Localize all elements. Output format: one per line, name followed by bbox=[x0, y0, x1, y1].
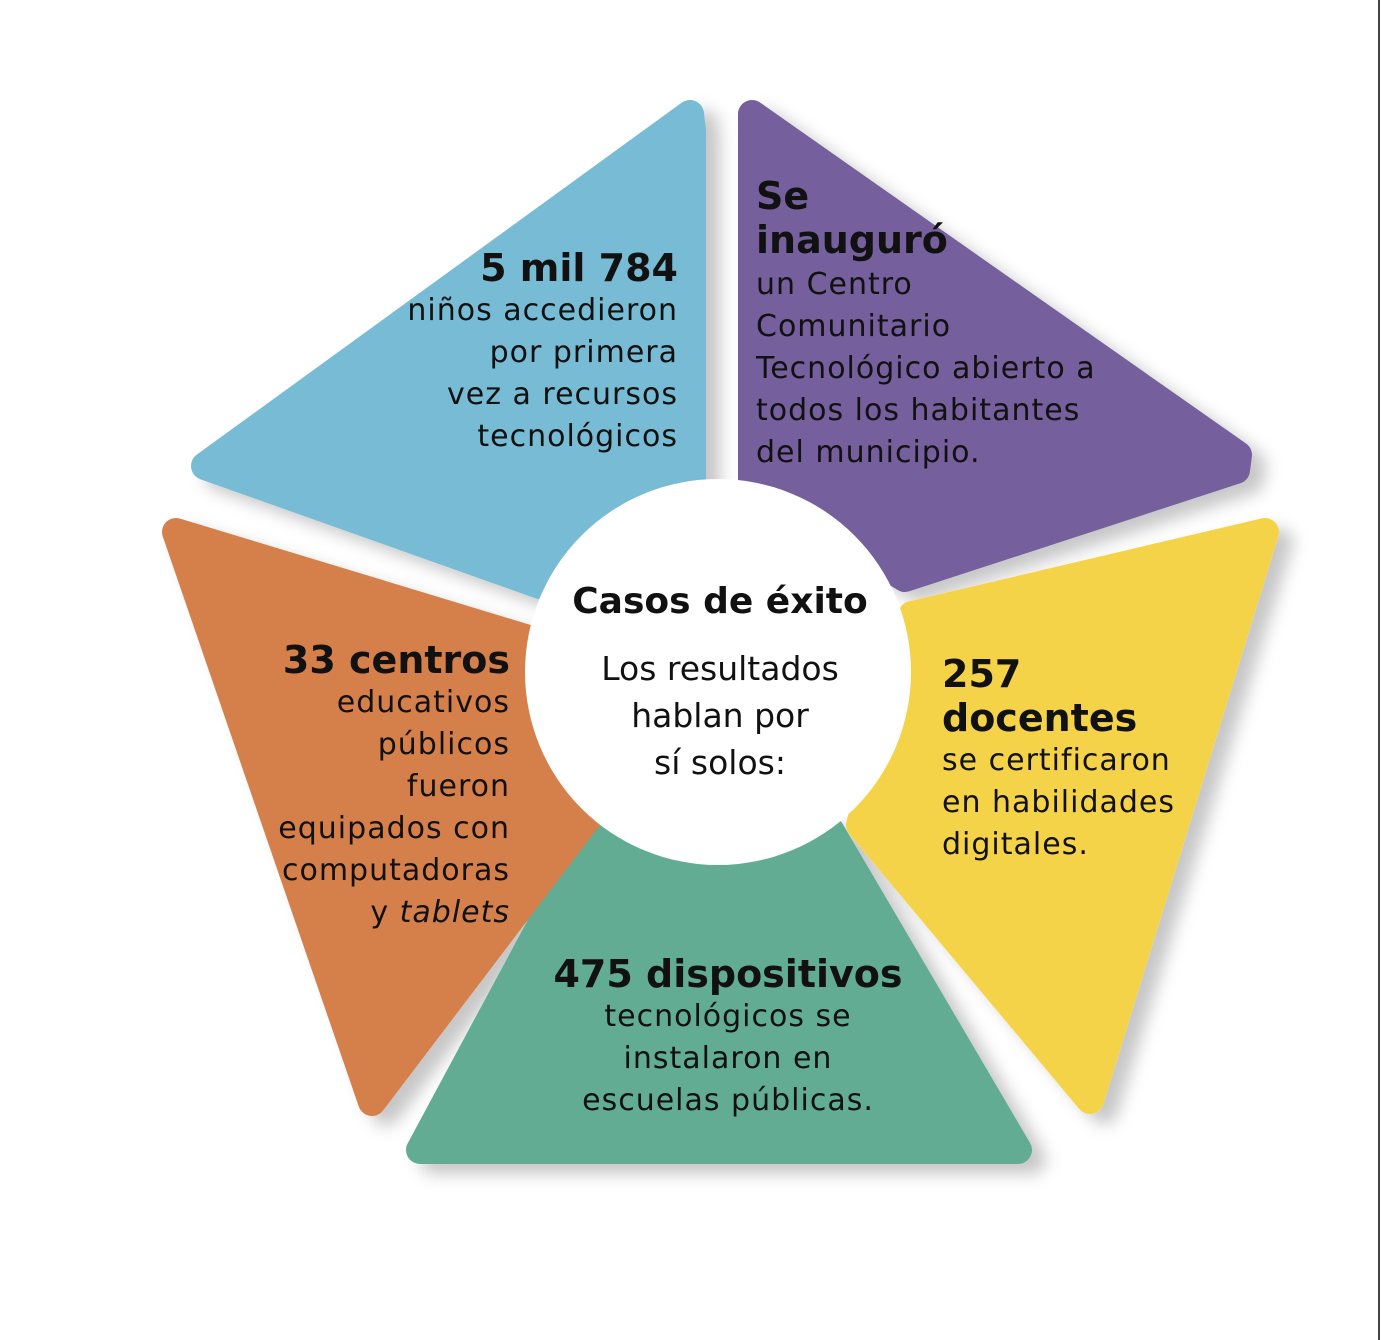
yellow-headline: docentes bbox=[942, 696, 1138, 740]
blue-line: vez a recursos bbox=[446, 377, 678, 412]
purple-line: todos los habitantes bbox=[756, 393, 1081, 428]
center-line: Los resultados bbox=[601, 649, 839, 688]
center-line: hablan por bbox=[631, 696, 809, 735]
purple-text: Se inauguró un Centro Comunitario Tecnol… bbox=[756, 176, 1176, 474]
orange-headline: 33 centros bbox=[282, 638, 510, 682]
blue-line: niños accedieron bbox=[407, 293, 678, 328]
orange-prefix: y bbox=[370, 895, 400, 930]
green-line: escuelas públicas. bbox=[582, 1083, 874, 1118]
purple-line: del municipio. bbox=[756, 435, 981, 470]
orange-text: 33 centros educativos públicos fueron eq… bbox=[200, 638, 510, 934]
center-text: Casos de éxito Los resultados hablan por… bbox=[540, 578, 900, 786]
orange-line: educativos bbox=[336, 685, 510, 720]
center-circle bbox=[525, 479, 911, 865]
yellow-line: en habilidades bbox=[942, 785, 1176, 820]
center-line: sí solos: bbox=[654, 743, 786, 782]
green-text: 475 dispositivos tecnológicos se instala… bbox=[498, 952, 958, 1122]
purple-line: Comunitario bbox=[756, 309, 952, 344]
orange-line: equipados con bbox=[278, 811, 510, 846]
blue-text: 5 mil 784 niños accedieron por primera v… bbox=[330, 246, 678, 458]
purple-line: un Centro bbox=[756, 267, 913, 302]
yellow-line: se certificaron bbox=[942, 743, 1171, 778]
purple-headline: Se bbox=[756, 174, 810, 218]
segment-purple bbox=[738, 100, 1252, 592]
yellow-text: 257 docentes se certificaron en habilida… bbox=[942, 652, 1202, 866]
segment-yellow bbox=[846, 518, 1279, 1114]
orange-line: públicos bbox=[377, 727, 510, 762]
yellow-headline: 257 bbox=[942, 652, 1022, 696]
orange-line: computadoras bbox=[281, 853, 510, 888]
purple-line: Tecnológico abierto a bbox=[756, 351, 1096, 386]
green-line: instalaron en bbox=[623, 1041, 833, 1076]
orange-line: y tablets bbox=[200, 892, 510, 934]
green-headline: 475 dispositivos bbox=[553, 952, 903, 996]
center-title: Casos de éxito bbox=[572, 581, 868, 622]
yellow-line: digitales. bbox=[942, 827, 1089, 862]
blue-headline: 5 mil 784 bbox=[480, 246, 678, 290]
blue-line: tecnológicos bbox=[477, 419, 678, 454]
border-line bbox=[1378, 0, 1380, 1340]
blue-line: por primera bbox=[489, 335, 678, 370]
green-line: tecnológicos se bbox=[604, 999, 852, 1034]
purple-headline: inauguró bbox=[756, 218, 948, 262]
orange-line: fueron bbox=[406, 769, 510, 804]
orange-italic: tablets bbox=[399, 895, 510, 930]
